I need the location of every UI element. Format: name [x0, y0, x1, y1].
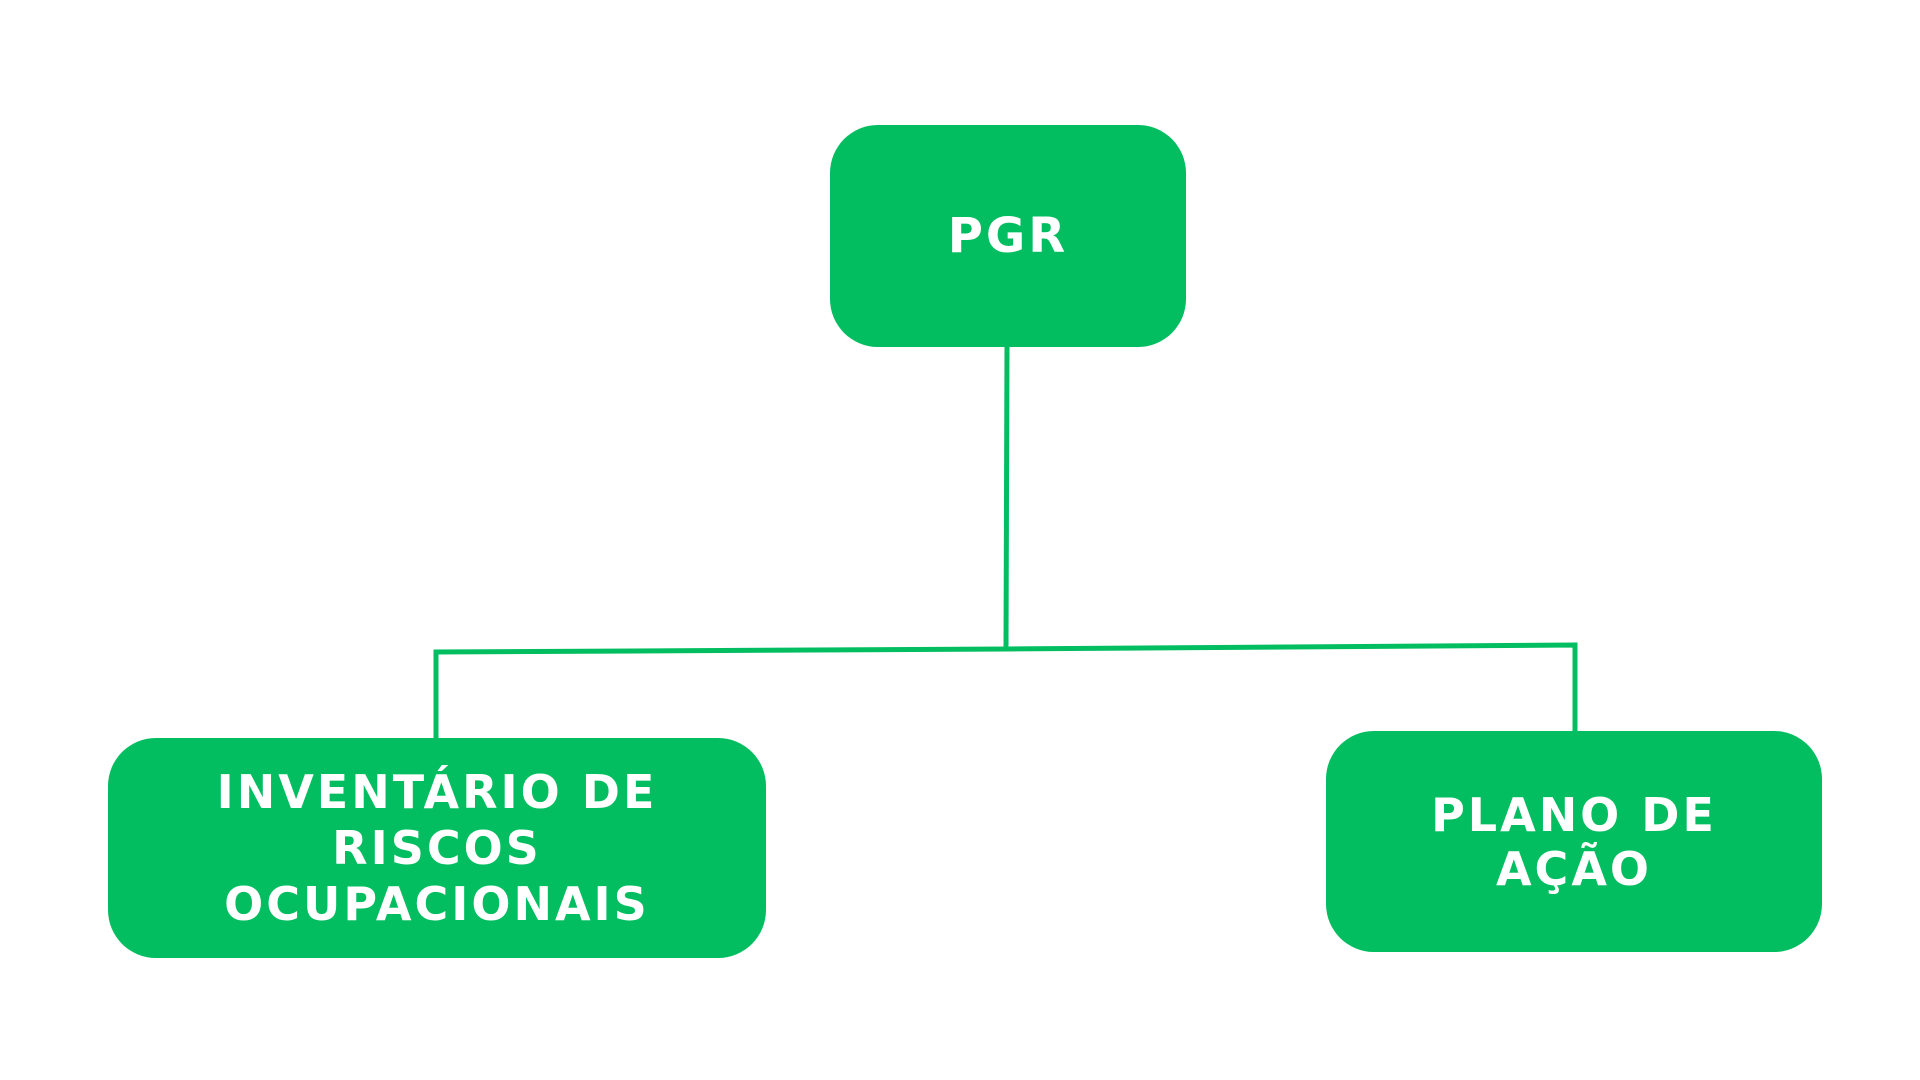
node-plano-acao: PLANO DE AÇÃO — [1326, 731, 1822, 952]
connector-root-trunk — [1003, 346, 1010, 650]
node-inventario-riscos: INVENTÁRIO DE RISCOS OCUPACIONAIS — [108, 738, 766, 958]
node-pgr: PGR — [830, 125, 1186, 347]
node-inventario-label-line1: INVENTÁRIO DE RISCOS — [216, 764, 658, 875]
node-plano-acao-label: PLANO DE AÇÃO — [1431, 787, 1717, 896]
node-pgr-label: PGR — [947, 208, 1069, 264]
node-inventario-label-line2: OCUPACIONAIS — [224, 877, 650, 932]
connector-root-to-left — [433, 646, 1007, 738]
connector-root-to-right — [1005, 642, 1578, 731]
